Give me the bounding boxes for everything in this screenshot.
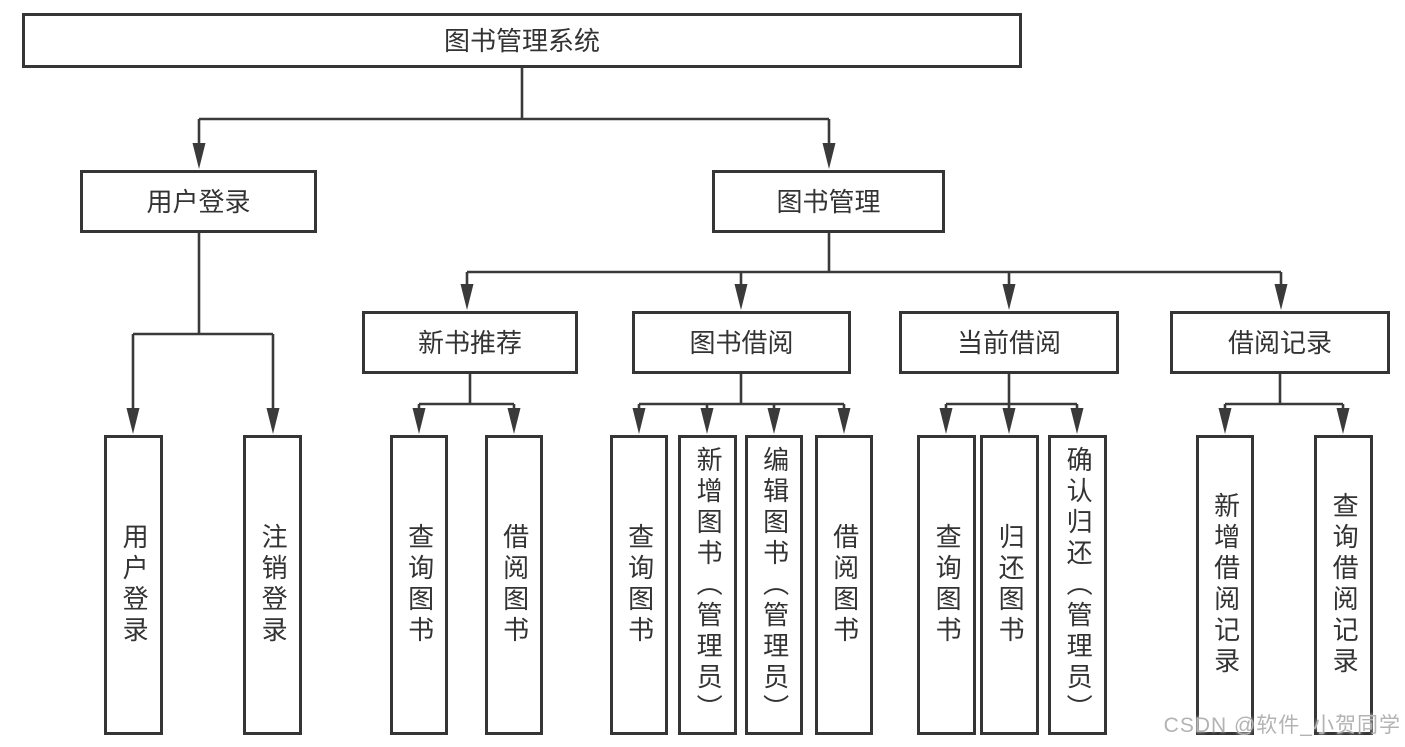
node-book-borrowing: 图书借阅 <box>632 311 851 374</box>
node-query-borrow-record: 查询借阅记录 <box>1314 435 1373 735</box>
node-borrow-books-recommend: 借阅图书 <box>485 435 543 735</box>
node-logout: 注销登录 <box>243 435 302 735</box>
node-return-books: 归还图书 <box>980 435 1039 735</box>
watermark: CSDN @软件_小贺同学 <box>1163 714 1401 737</box>
node-confirm-return-admin: 确认归还（管理员） <box>1048 435 1107 735</box>
node-edit-books-admin: 编辑图书（管理员） <box>745 435 803 735</box>
node-query-books-current: 查询图书 <box>917 435 976 735</box>
node-book-management-branch: 图书管理 <box>712 170 945 233</box>
node-new-book-recommendation: 新书推荐 <box>362 311 578 374</box>
node-user-login-branch: 用户登录 <box>80 170 317 233</box>
node-current-borrowing: 当前借阅 <box>899 311 1119 374</box>
node-query-books-borrow: 查询图书 <box>610 435 668 735</box>
node-add-borrow-record: 新增借阅记录 <box>1196 435 1254 735</box>
node-query-books-recommend: 查询图书 <box>390 435 448 735</box>
node-library-management-system: 图书管理系统 <box>22 13 1022 68</box>
node-add-books-admin: 新增图书（管理员） <box>678 435 737 735</box>
node-borrowing-records: 借阅记录 <box>1170 311 1390 374</box>
node-user-login: 用户登录 <box>104 435 163 735</box>
arrowheads <box>126 143 1350 434</box>
node-borrow-books-borrow: 借阅图书 <box>815 435 873 735</box>
